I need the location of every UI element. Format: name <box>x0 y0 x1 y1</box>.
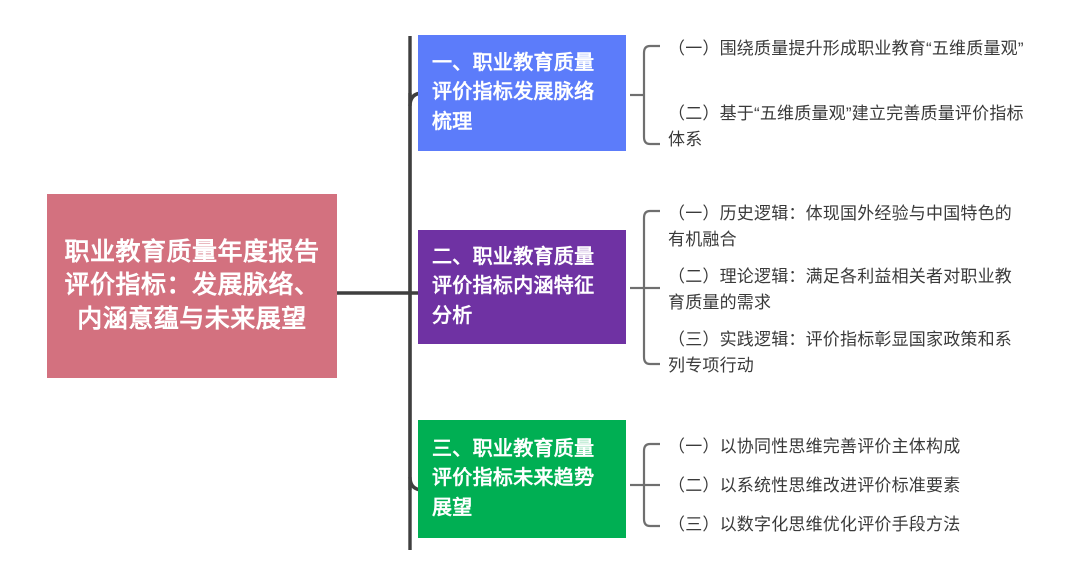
leaf-item-3-2-label: （二）以系统性思维改进评价标准要素 <box>668 476 961 495</box>
leaf-item-3-2[interactable]: （二）以系统性思维改进评价标准要素 <box>668 473 1026 499</box>
leaf-item-3-1[interactable]: （一）以协同性思维完善评价主体构成 <box>668 434 1026 460</box>
branch-node-2[interactable]: 二、职业教育质量评价指标内涵特征分析 <box>418 230 626 344</box>
root-node[interactable]: 职业教育质量年度报告评价指标：发展脉络、内涵意蕴与未来展望 <box>47 194 337 378</box>
bracket-3-curve <box>642 442 660 528</box>
leaf-bracket-2 <box>630 209 660 366</box>
leaf-item-3-3-label: （三）以数字化思维优化评价手段方法 <box>668 515 961 534</box>
leaf-item-3-3[interactable]: （三）以数字化思维优化评价手段方法 <box>668 512 1026 538</box>
bracket-2-curve <box>642 209 660 366</box>
leaf-item-1-1-label: （一）围绕质量提升形成职业教育“五维质量观” <box>668 39 1024 58</box>
leaf-item-2-1-label: （一）历史逻辑：体现国外经验与中国特色的有机融合 <box>668 204 1012 249</box>
leaf-item-2-2-label: （二）理论逻辑：满足各利益相关者对职业教育质量的需求 <box>668 267 1012 312</box>
leaf-item-2-3-label: （三）实践逻辑：评价指标彰显国家政策和系列专项行动 <box>668 330 1012 375</box>
branch-node-2-label: 二、职业教育质量评价指标内涵特征分析 <box>432 245 595 327</box>
trunk-connector <box>330 36 430 550</box>
branch-node-1[interactable]: 一、职业教育质量评价指标发展脉络梳理 <box>418 35 626 151</box>
leaf-item-3-1-label: （一）以协同性思维完善评价主体构成 <box>668 437 961 456</box>
leaf-item-1-2[interactable]: （二）基于“五维质量观”建立完善质量评价指标体系 <box>668 101 1026 153</box>
leaf-item-2-3[interactable]: （三）实践逻辑：评价指标彰显国家政策和系列专项行动 <box>668 327 1026 379</box>
branch-node-1-label: 一、职业教育质量评价指标发展脉络梳理 <box>432 51 595 133</box>
root-node-label: 职业教育质量年度报告评价指标：发展脉络、内涵意蕴与未来展望 <box>64 237 320 333</box>
leaf-bracket-3 <box>630 442 660 528</box>
leaf-item-2-2[interactable]: （二）理论逻辑：满足各利益相关者对职业教育质量的需求 <box>668 264 1026 316</box>
leaf-item-2-1[interactable]: （一）历史逻辑：体现国外经验与中国特色的有机融合 <box>668 201 1026 253</box>
branch-node-3[interactable]: 三、职业教育质量评价指标未来趋势展望 <box>418 420 626 538</box>
bracket-1-curve <box>642 44 660 146</box>
leaf-bracket-1 <box>630 44 660 146</box>
leaf-item-1-2-label: （二）基于“五维质量观”建立完善质量评价指标体系 <box>668 104 1024 149</box>
branch-node-3-label: 三、职业教育质量评价指标未来趋势展望 <box>432 437 595 519</box>
leaf-item-1-1[interactable]: （一）围绕质量提升形成职业教育“五维质量观” <box>668 36 1026 62</box>
